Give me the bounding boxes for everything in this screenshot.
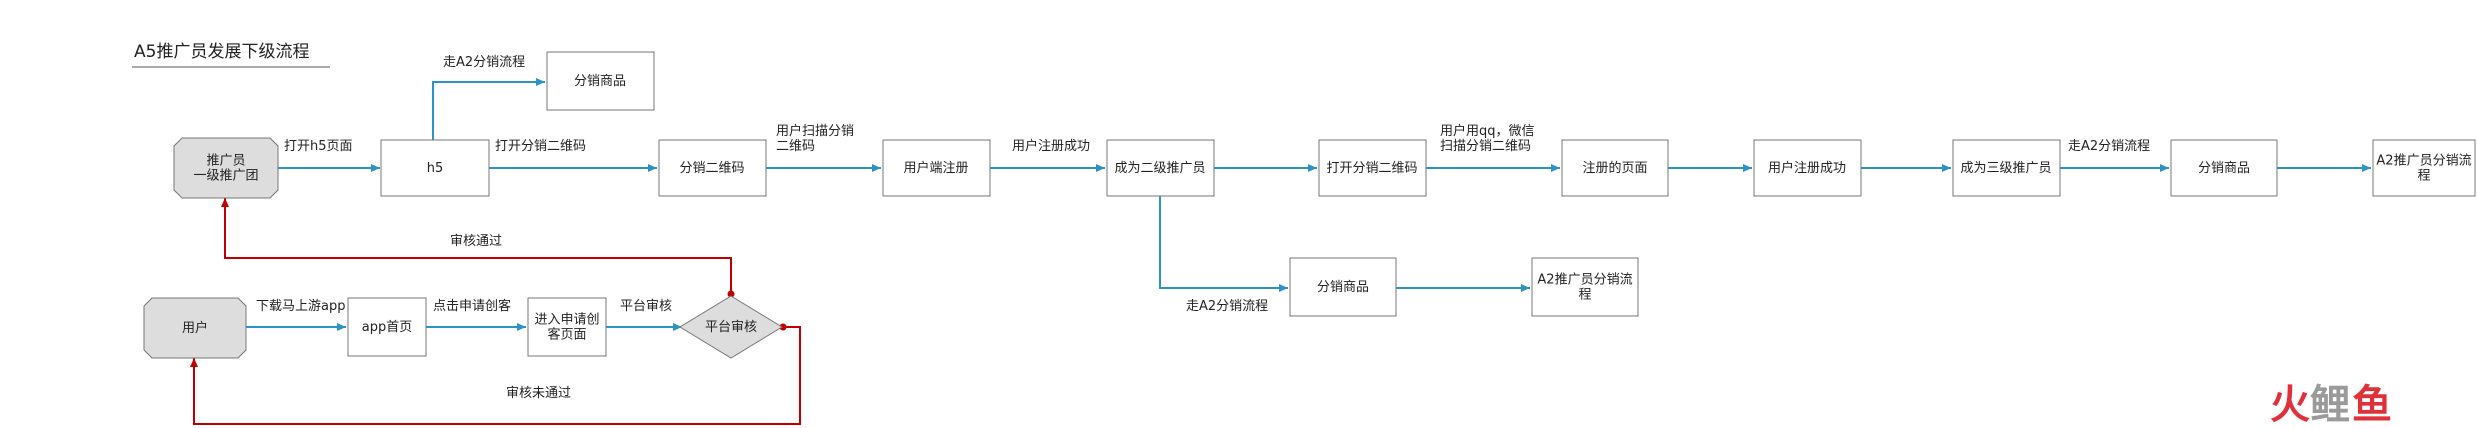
promoter-node [173,137,279,199]
app-home-node [347,297,427,357]
label-download-app: 下载马上游app [256,299,345,314]
label-platform-review: 平台审核 [620,299,672,314]
qr1-node [658,139,767,197]
user-register-label: 用户端注册 [903,160,968,176]
open-qr-label: 打开分销二维码 [1326,161,1417,176]
label-go-a2-right: 走A2分销流程 [2068,139,2150,154]
user-node [143,297,247,359]
review-fail-dot [779,323,787,331]
nodes: 推广员一级推广团 用户 h5 分销商品 分销二维码 用户端注册 成为二级推广员 … [143,51,2476,359]
third-promoter-node [1952,139,2061,197]
goods-mid-label: 分销商品 [1317,280,1369,295]
watermark-fire: 火 [2270,382,2310,428]
register-page-node [1561,139,1669,197]
label-register-success: 用户注册成功 [1012,138,1090,154]
label-open-qr: 打开分销二维码 [495,139,586,154]
register-success-label: 用户注册成功 [1768,160,1846,176]
app-home-label: app首页 [362,320,412,335]
a2-right-node [2372,139,2476,197]
a2-mid-label: A2推广员分销流程 [1537,273,1632,303]
third-promoter-label: 成为三级推广员 [1960,161,2051,176]
register-page-label: 注册的页面 [1582,160,1647,176]
edge-review-fail [190,326,801,425]
user-label: 用户 [182,320,208,336]
qr1-label: 分销二维码 [679,161,744,176]
reject-edges [190,198,801,425]
goods-right-label: 分销商品 [2198,161,2250,176]
diagram-title: A5推广员发展下级流程 [134,42,309,62]
goods-mid-node [1289,257,1397,317]
register-success-node [1753,139,1862,197]
watermark-carp: 鲤 [2310,382,2350,428]
label-click-apply: 点击申请创客 [433,298,511,314]
label-qq-wechat-scan: 用户用qq，微信扫描分销二维码 [1440,123,1535,154]
platform-review-node [679,295,783,359]
apply-page-label: 进入申请创客页面 [534,313,599,343]
a2-mid-node [1531,257,1639,317]
watermark-fish: 鱼 [2352,382,2392,428]
label-scan-qr: 用户扫描分销二维码 [776,123,854,154]
open-qr-node [1318,139,1427,197]
user-register-node [882,139,991,197]
goods-top-label: 分销商品 [574,74,626,89]
h5-label: h5 [427,161,444,176]
label-go-a2-mid: 走A2分销流程 [1186,299,1268,314]
edge-h5-goods-top [432,78,545,140]
label-go-a2-top: 走A2分销流程 [443,55,525,70]
second-promoter-node [1106,139,1215,197]
review-pass-dot [727,290,735,298]
edge-review-pass [221,198,732,295]
watermark-logo: 火 鲤 鱼 [2270,382,2392,428]
a2-right-label: A2推广员分销流程 [2376,154,2471,184]
h5-node [380,139,490,197]
label-review-pass: 审核通过 [450,234,502,249]
goods-right-node [2170,139,2278,197]
label-open-h5: 打开h5页面 [284,139,353,154]
goods-top-node [546,51,655,111]
second-promoter-label: 成为二级推广员 [1114,161,1205,176]
platform-review-label: 平台审核 [705,320,757,335]
edge-labels: 打开h5页面 走A2分销流程 打开分销二维码 用户扫描分销二维码 用户注册成功 … [256,55,2150,401]
apply-page-node [527,297,607,357]
promoter-label: 推广员一级推广团 [193,154,258,184]
edge-second-goods-mid [1159,196,1288,292]
edges [246,78,2371,331]
label-review-fail: 审核未通过 [506,386,571,401]
